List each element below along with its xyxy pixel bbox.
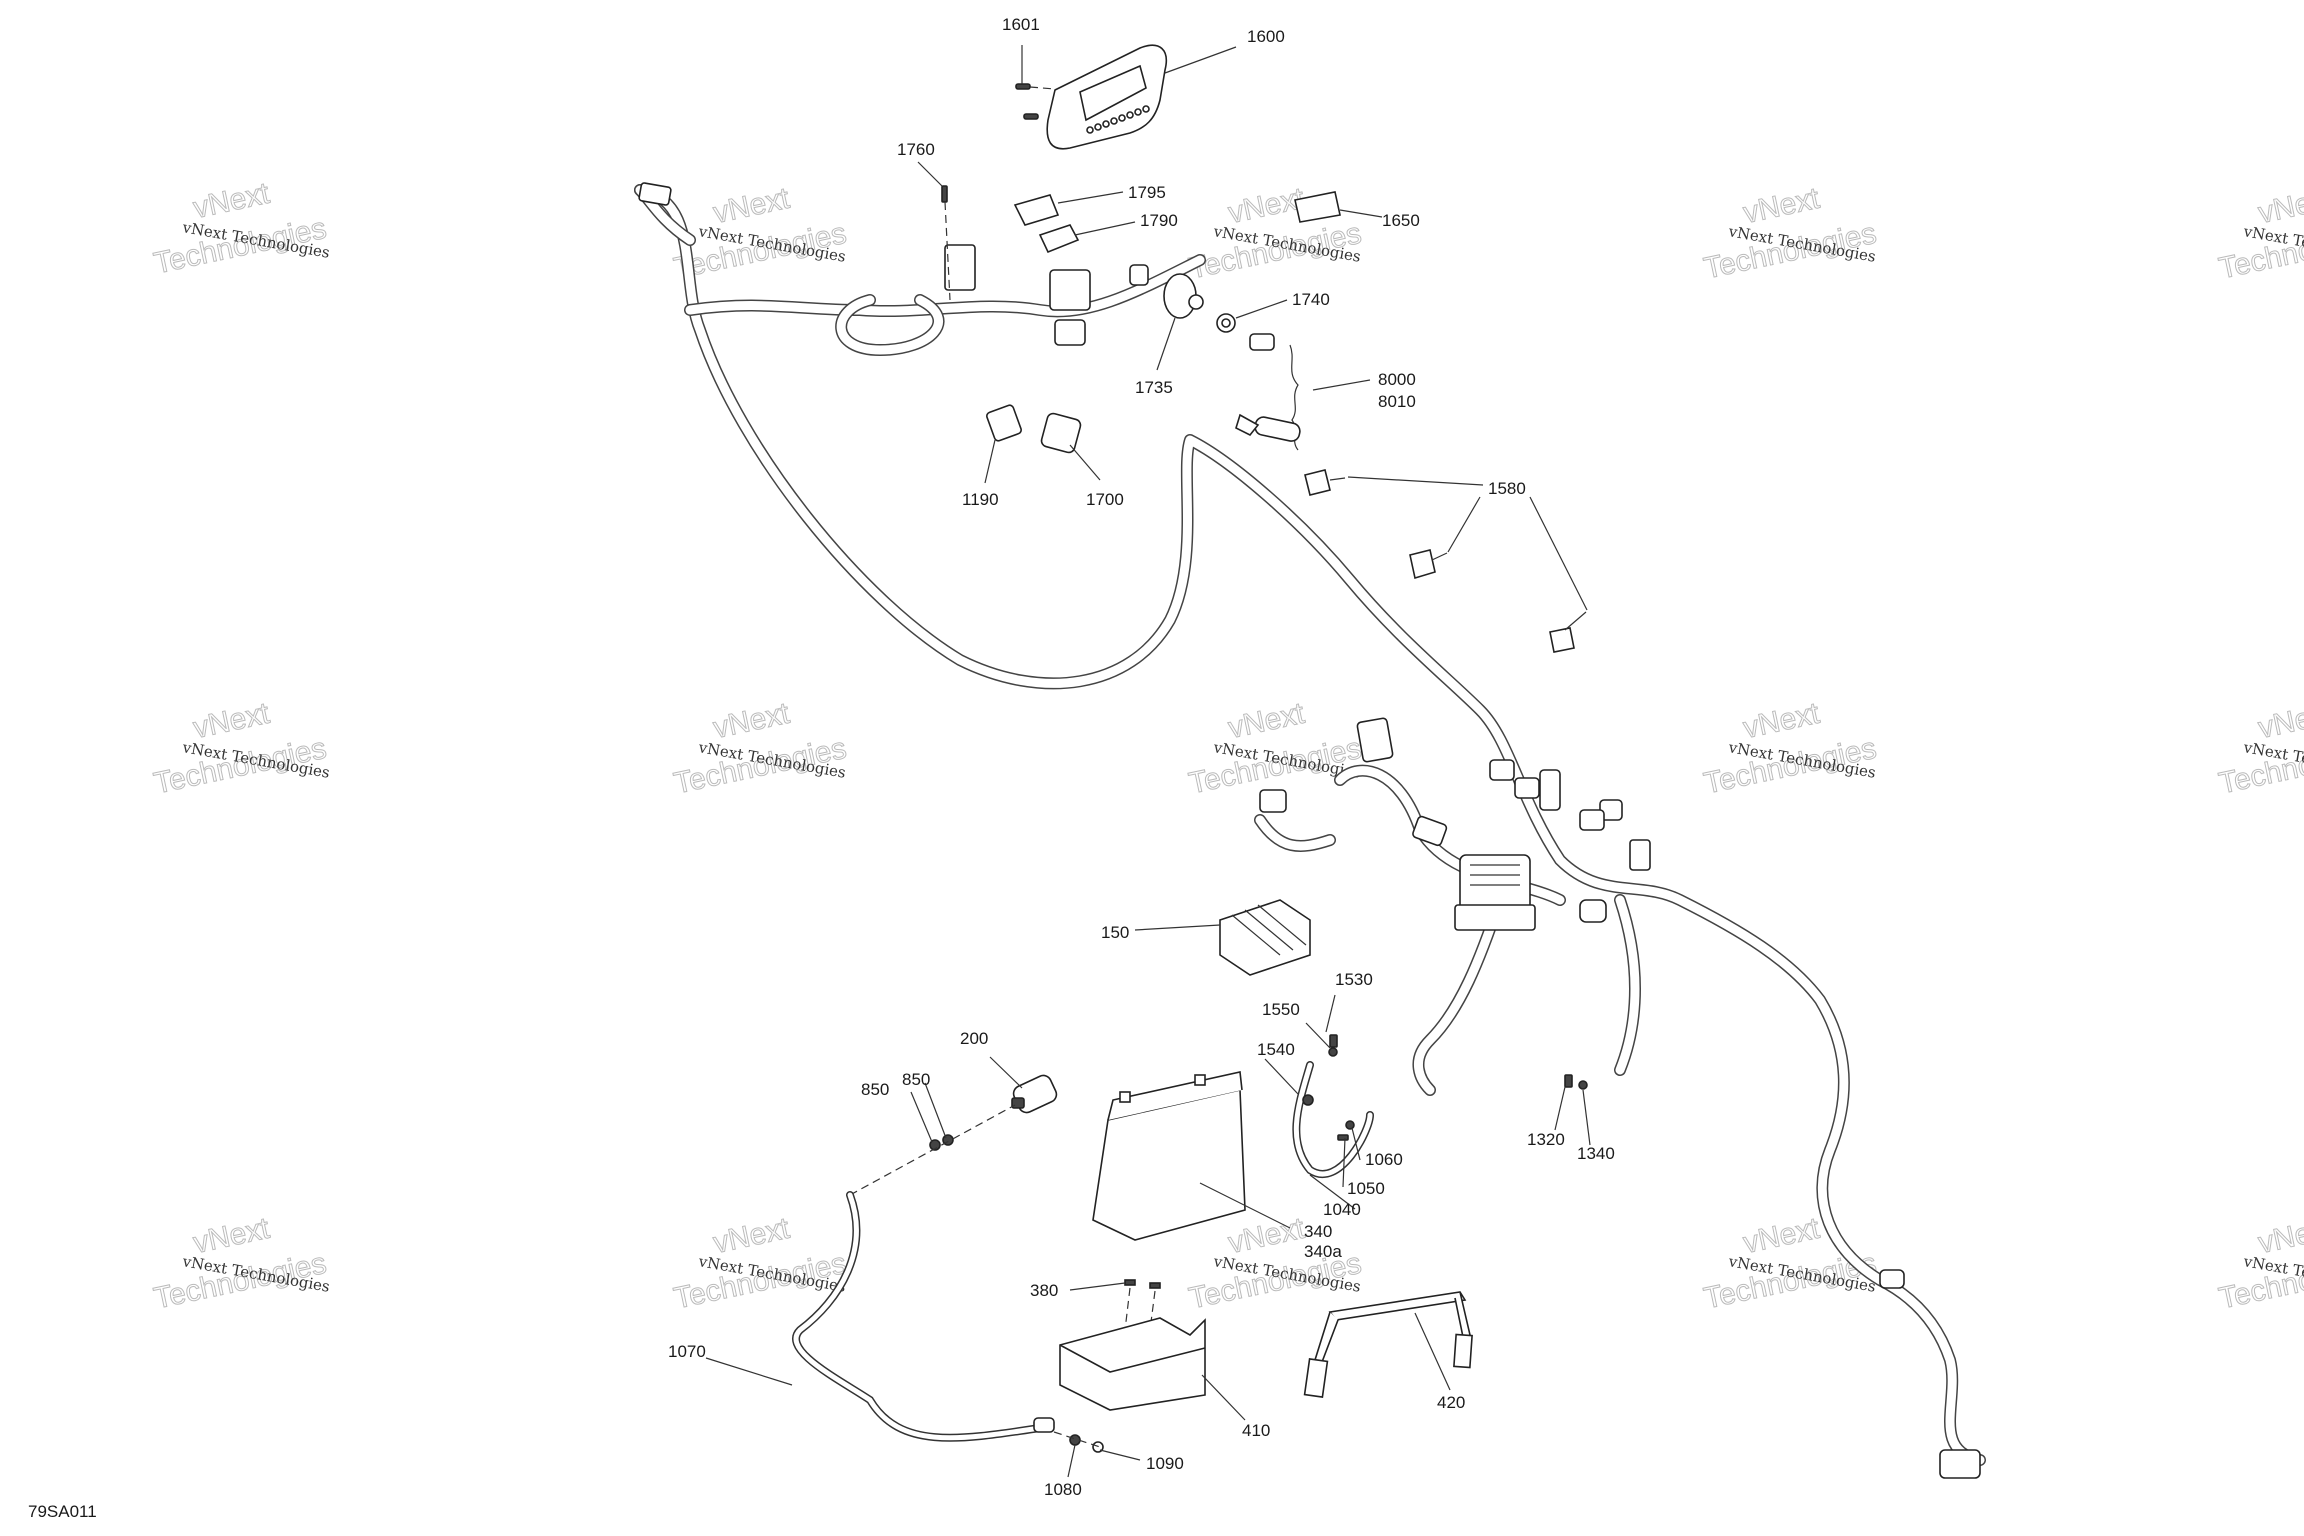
callout-label: 1080 bbox=[1044, 1480, 1082, 1499]
callout-label: 1530 bbox=[1335, 970, 1373, 989]
callout-label: 850 bbox=[902, 1070, 930, 1089]
ground-cable bbox=[1292, 1034, 1374, 1178]
callout-label: 1700 bbox=[1086, 490, 1124, 509]
callout-label: 200 bbox=[960, 1029, 988, 1048]
callout-label: 1580 bbox=[1488, 479, 1526, 498]
watermark-text: vNext bbox=[710, 1212, 793, 1260]
callout-label: 1050 bbox=[1347, 1179, 1385, 1198]
leader-lines bbox=[705, 45, 1591, 1478]
callout-label: 340a bbox=[1304, 1242, 1342, 1261]
callout-label: 420 bbox=[1437, 1393, 1465, 1412]
battery-tray bbox=[1059, 1317, 1206, 1411]
callout-label: 1060 bbox=[1365, 1150, 1403, 1169]
callout-label: 1760 bbox=[897, 140, 935, 159]
watermark-text: vNext bbox=[710, 697, 793, 745]
safety-lanyard bbox=[1235, 333, 1301, 451]
callout-label: 1650 bbox=[1382, 211, 1420, 230]
callout-label: 1320 bbox=[1527, 1130, 1565, 1149]
nut bbox=[1216, 313, 1236, 333]
callout-label: 1740 bbox=[1292, 290, 1330, 309]
watermark: vNext Technologies bbox=[1186, 181, 1365, 286]
watermark: vNext Technologies bbox=[1701, 696, 1880, 801]
battery bbox=[1092, 1071, 1246, 1241]
callout-labels: 1601 1600 1760 1795 1790 1650 1740 1735 … bbox=[668, 15, 1615, 1499]
digital-gauge bbox=[1046, 44, 1167, 150]
callout-label: 1735 bbox=[1135, 378, 1173, 397]
watermark-text: vNext bbox=[2255, 697, 2304, 745]
callout-label: 340 bbox=[1304, 1222, 1332, 1241]
watermark: vNext Technologies bbox=[1701, 181, 1880, 286]
connector-screw bbox=[941, 185, 951, 301]
gauge-buttons bbox=[1086, 105, 1150, 134]
watermark: vNext Technologies bbox=[151, 176, 330, 281]
watermark-text: vNext bbox=[1740, 697, 1823, 745]
callout-label: 8000 bbox=[1378, 370, 1416, 389]
battery-strap bbox=[1303, 1291, 1473, 1398]
callout-label: 1795 bbox=[1128, 183, 1166, 202]
positive-cable bbox=[792, 1191, 1104, 1453]
callout-label: 1040 bbox=[1323, 1200, 1361, 1219]
callout-label: 1190 bbox=[962, 490, 999, 509]
callout-label: 1601 bbox=[1002, 15, 1040, 34]
watermark-text: vNext bbox=[1740, 1212, 1823, 1260]
connector bbox=[986, 404, 1082, 454]
callout-label: 380 bbox=[1030, 1281, 1058, 1300]
figure-id: 79SA011 bbox=[28, 1502, 97, 1521]
callout-label: 1600 bbox=[1247, 27, 1285, 46]
bolt bbox=[1564, 1074, 1588, 1090]
watermark: vNext Technologies bbox=[151, 696, 330, 801]
watermark: vNext Technologies bbox=[151, 1211, 330, 1316]
callout-label: 150 bbox=[1101, 923, 1129, 942]
callout-label: 8010 bbox=[1378, 392, 1416, 411]
fuse-box bbox=[1454, 854, 1536, 931]
voltage-regulator bbox=[1219, 899, 1311, 976]
callout-label: 1070 bbox=[668, 1342, 706, 1361]
gauge-screw bbox=[1015, 83, 1056, 120]
watermark-text: vNext bbox=[1740, 182, 1823, 230]
starter-solenoid bbox=[1011, 1074, 1058, 1114]
callout-label: 1790 bbox=[1140, 211, 1178, 230]
callout-label: 1340 bbox=[1577, 1144, 1615, 1163]
watermark-text: vNext bbox=[2255, 1212, 2304, 1260]
watermark-text: vNext bbox=[190, 177, 273, 225]
watermark: vNext Technologies bbox=[671, 696, 850, 801]
watermark-text: vNext bbox=[2255, 182, 2304, 230]
connector-clip bbox=[1013, 191, 1341, 254]
callout-label: 1090 bbox=[1146, 1454, 1184, 1473]
harness-connectors bbox=[638, 182, 1981, 1479]
callout-label: 1540 bbox=[1257, 1040, 1295, 1059]
watermark-text: vNext bbox=[1225, 697, 1308, 745]
watermark-text: vNext bbox=[1225, 1212, 1308, 1260]
callout-label: 850 bbox=[861, 1080, 889, 1099]
nut bbox=[849, 1104, 1016, 1196]
watermark-text: vNext bbox=[710, 182, 793, 230]
ignition-switch bbox=[1163, 273, 1204, 319]
watermark: vNext Technologies bbox=[671, 1211, 850, 1316]
callout-label: 410 bbox=[1242, 1421, 1270, 1440]
callout-label: 1550 bbox=[1262, 1000, 1300, 1019]
watermark-text: vNext bbox=[190, 1212, 273, 1260]
watermark-text: vNext bbox=[190, 697, 273, 745]
cable-clamp bbox=[1304, 469, 1587, 653]
